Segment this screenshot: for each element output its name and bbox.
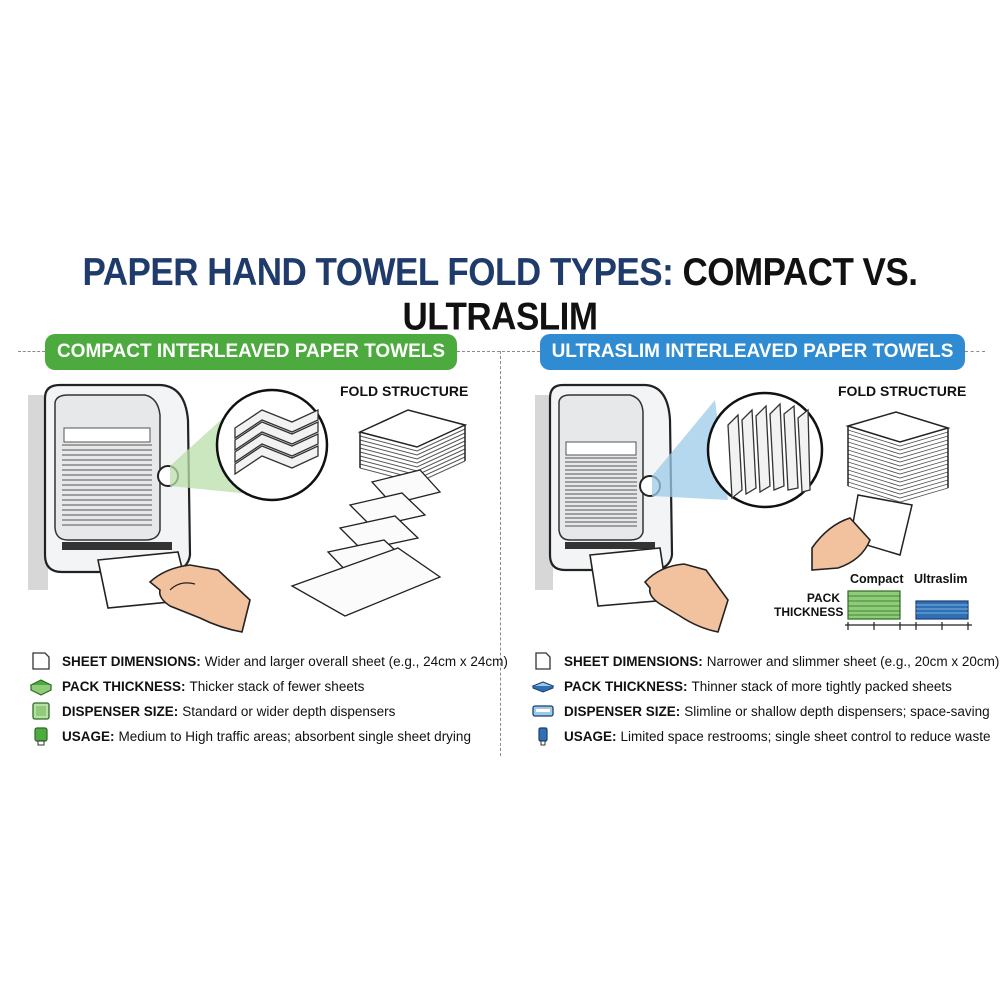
title-part-1: PAPER HAND TOWEL FOLD TYPES: [82,250,674,294]
divider-right [965,351,985,352]
compact-feature-dispenser: DISPENSER SIZE: Standard or wider depth … [30,702,395,720]
ultraslim-feature-usage: USAGE: Limited space restrooms; single s… [532,727,991,746]
ultraslim-illustration [535,383,972,633]
compact-sheet-label: SHEET DIMENSIONS: [62,653,201,669]
ultraslim-feature-thickness: PACK THICKNESS: Thinner stack of more ti… [531,677,952,695]
compact-banner: COMPACT INTERLEAVED PAPER TOWELS [45,334,457,370]
ultraslim-fold-stack [845,411,951,503]
compact-hand [148,564,251,633]
ultraslim-feature-dispenser: DISPENSER SIZE: Slimline or shallow dept… [532,702,990,720]
ultraslim-top-hand [811,517,871,571]
pack-thickness-label: PACK THICKNESS [774,591,844,619]
compact-thickness-label: PACK THICKNESS: [62,678,186,694]
usage-icon [34,727,48,746]
compact-sheet-text: Wider and larger overall sheet (e.g., 24… [204,653,508,669]
slim-usage-icon [538,727,548,746]
ultraslim-pack-bar [915,600,969,620]
ultraslim-zoom-cone [652,400,728,500]
compact-fold-stack [357,409,468,484]
ultraslim-zfold [727,402,811,500]
ultraslim-dispenser-label: DISPENSER SIZE: [564,703,681,719]
wall-panel-right [535,395,553,590]
compact-usage-label: USAGE: [62,728,115,744]
page-title: PAPER HAND TOWEL FOLD TYPES: COMPACT VS.… [0,250,1000,340]
sheet-icon [535,652,551,670]
ultraslim-fold-structure-label: FOLD STRUCTURE [838,383,967,399]
ultraslim-dispenser-text: Slimline or shallow depth dispensers; sp… [684,703,990,719]
ultraslim-thickness-label: PACK THICKNESS: [564,678,688,694]
dispenser-icon [32,702,50,720]
compact-feature-usage: USAGE: Medium to High traffic areas; abs… [30,727,471,746]
ultraslim-sheet-label: SHEET DIMENSIONS: [564,653,703,669]
panel-divider [500,351,501,756]
compact-dispenser-label: DISPENSER SIZE: [62,703,179,719]
divider-center [457,351,540,352]
compact-fold-structure-label: FOLD STRUCTURE [340,383,469,399]
ultraslim-hand [643,563,729,633]
compact-usage-text: Medium to High traffic areas; absorbent … [118,728,471,744]
slim-dispenser-icon [532,705,554,717]
compact-feature-sheet: SHEET DIMENSIONS: Wider and larger overa… [30,652,508,670]
ultraslim-sheet-text: Narrower and slimmer sheet (e.g., 20cm x… [706,653,1000,669]
compact-pack-label: Compact [850,572,904,586]
ultraslim-feature-sheet: SHEET DIMENSIONS: Narrower and slimmer s… [532,652,999,670]
compact-thickness-text: Thicker stack of fewer sheets [189,678,365,694]
title-part-2: COMPACT VS. ULTRASLIM [402,250,918,339]
ultraslim-thickness-text: Thinner stack of more tightly packed she… [691,678,952,694]
sheet-icon [32,652,50,670]
compact-falling-sheets [290,469,442,617]
compact-feature-thickness: PACK THICKNESS: Thicker stack of fewer s… [29,677,365,696]
ultraslim-usage-text: Limited space restrooms; single sheet co… [620,728,991,744]
ultraslim-dispenser-stack [565,457,637,527]
compact-dispenser-text: Standard or wider depth dispensers [182,703,396,719]
ultraslim-usage-label: USAGE: [564,728,617,744]
compact-dispenser-stack [62,444,152,526]
compact-zfold [234,408,319,476]
wall-panel [28,395,48,590]
thin-pack-icon [531,681,555,693]
ultraslim-banner: ULTRASLIM INTERLEAVED PAPER TOWELS [540,334,965,370]
divider-left [18,351,45,352]
compact-illustration [28,383,468,633]
ultraslim-pack-label: Ultraslim [914,572,968,586]
thick-pack-icon [29,679,53,696]
